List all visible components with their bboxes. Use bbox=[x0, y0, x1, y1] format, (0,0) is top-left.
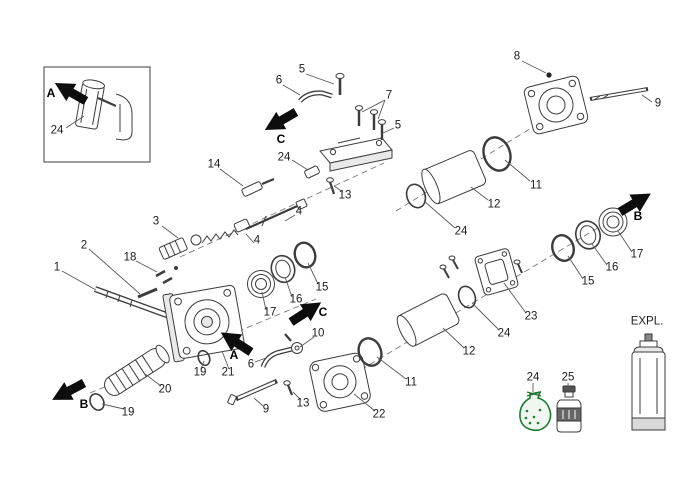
direction-label-a: A bbox=[46, 86, 56, 100]
part-callout-4: 4 bbox=[295, 205, 303, 218]
part-13-screw-top bbox=[326, 177, 336, 195]
part-6-pipe-top bbox=[298, 90, 333, 103]
part-callout-19: 19 bbox=[193, 366, 207, 379]
part-24-oring-top bbox=[405, 183, 427, 209]
part-20-ribbed-tube bbox=[103, 344, 170, 396]
part-25-bottle bbox=[556, 385, 582, 433]
part-4-rod bbox=[245, 198, 308, 231]
part-10-banjo-fitting bbox=[284, 333, 303, 354]
part-18-pins bbox=[155, 266, 178, 285]
inset-pin bbox=[97, 96, 117, 108]
direction-label-c: C bbox=[318, 305, 328, 319]
part-17-piston-right bbox=[598, 207, 628, 237]
part-8-ball bbox=[546, 72, 552, 78]
part-24-oring-mid bbox=[457, 285, 477, 309]
part-callout-7: 7 bbox=[385, 89, 393, 102]
part-5-screw-top bbox=[335, 72, 345, 95]
part-callout-1: 1 bbox=[53, 261, 61, 274]
part-6-pipe-lower bbox=[260, 346, 293, 368]
expl-label: EXPL. bbox=[630, 315, 664, 328]
direction-label-c: C bbox=[276, 132, 286, 146]
part-callout-5: 5 bbox=[298, 63, 306, 76]
part-callout-22: 22 bbox=[372, 408, 386, 421]
part-callout-8: 8 bbox=[513, 50, 521, 63]
gasket-screws bbox=[439, 255, 523, 279]
part-callout-2: 2 bbox=[80, 239, 88, 252]
part-callout-15: 15 bbox=[315, 281, 329, 294]
part-callout-11: 11 bbox=[530, 179, 542, 192]
part-callout-12: 12 bbox=[487, 198, 501, 211]
part-callout-10: 10 bbox=[311, 327, 325, 340]
direction-label-b: B bbox=[79, 397, 89, 411]
part-callout-17: 17 bbox=[263, 306, 277, 319]
part-22-motor-housing bbox=[309, 352, 371, 412]
part-15-oring-right bbox=[551, 234, 575, 262]
part-13-screw-lower bbox=[283, 380, 294, 396]
part-callout-13: 13 bbox=[338, 189, 352, 202]
part-14-fitting bbox=[241, 177, 275, 197]
part-12-cylinder-top bbox=[421, 150, 487, 205]
part-9-rod-top bbox=[589, 87, 649, 101]
part-callout-12: 12 bbox=[462, 345, 476, 358]
part-callout-9: 9 bbox=[262, 403, 270, 416]
part-3-valve-assembly bbox=[158, 218, 250, 260]
part-callout-19: 19 bbox=[121, 406, 135, 419]
part-11-oring-lower bbox=[357, 337, 383, 367]
part-callout-6: 6 bbox=[247, 358, 255, 371]
part-24-grease-bag bbox=[519, 390, 552, 432]
leader-lines bbox=[61, 60, 653, 412]
part-callout-13: 13 bbox=[296, 397, 310, 410]
part-callout-15: 15 bbox=[581, 275, 595, 288]
inset-detail-a bbox=[43, 66, 151, 163]
part-19-oring-lower bbox=[89, 393, 105, 411]
part-callout-24: 24 bbox=[454, 225, 468, 238]
part-callout-5: 5 bbox=[394, 119, 402, 132]
mounting-plate bbox=[319, 137, 393, 172]
expl-spray-can bbox=[631, 333, 666, 431]
part-callout-6: 6 bbox=[275, 74, 283, 87]
part-11-oring-top bbox=[482, 136, 512, 172]
part-callout-18: 18 bbox=[123, 251, 137, 264]
part-8-flange-housing bbox=[523, 75, 589, 135]
part-16-ring-right bbox=[574, 220, 602, 250]
part-16-ring-left bbox=[270, 254, 296, 284]
part-5-screw-right bbox=[377, 119, 387, 140]
part-23-gasket-plate bbox=[474, 248, 519, 296]
part-callout-24: 24 bbox=[497, 327, 511, 340]
part-callout-16: 16 bbox=[605, 261, 619, 274]
part-callout-14: 14 bbox=[207, 158, 221, 171]
part-19-washer-upper bbox=[197, 349, 211, 367]
direction-label-a: A bbox=[229, 348, 239, 362]
part-callout-16: 16 bbox=[289, 293, 303, 306]
part-17-piston-left bbox=[247, 270, 275, 298]
part-1-shaft bbox=[93, 286, 174, 320]
part-callout-3: 3 bbox=[152, 215, 160, 228]
part-callout-25: 25 bbox=[561, 371, 575, 384]
part-callout-17: 17 bbox=[630, 248, 644, 261]
part-callout-24: 24 bbox=[526, 371, 540, 384]
part-callout-24: 24 bbox=[277, 151, 291, 164]
part-callout-11: 11 bbox=[405, 376, 417, 389]
part-callout-20: 20 bbox=[158, 383, 172, 396]
part-7-screws bbox=[354, 105, 379, 130]
part-15-oring-left bbox=[293, 241, 317, 269]
part-12-cylinder-lower bbox=[396, 293, 460, 347]
part-callout-23: 23 bbox=[524, 310, 538, 323]
part-9-bolt-lower bbox=[227, 378, 278, 406]
part-24-fitting-small bbox=[304, 165, 320, 179]
direction-label-b: B bbox=[633, 209, 643, 223]
part-2-pin bbox=[137, 287, 158, 299]
part-callout-4: 4 bbox=[253, 234, 261, 247]
part-callout-24: 24 bbox=[50, 124, 64, 137]
part-callout-21: 21 bbox=[221, 366, 235, 379]
part-callout-9: 9 bbox=[654, 97, 662, 110]
